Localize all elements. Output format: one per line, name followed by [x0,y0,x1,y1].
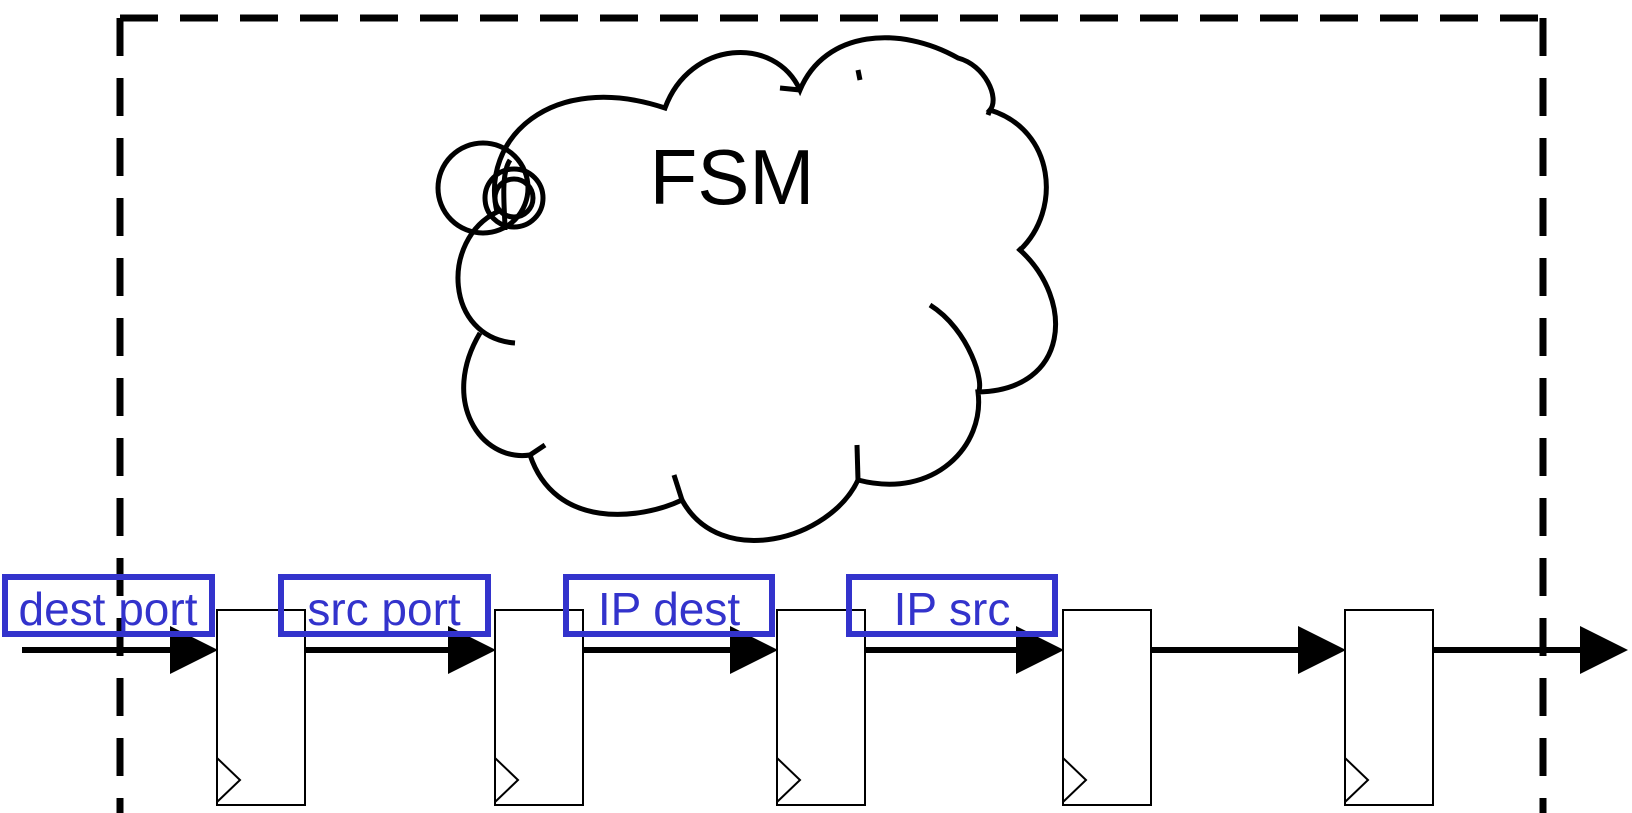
register-1 [216,609,306,806]
pipeline-registers [216,609,1434,806]
field-dest-port-label: dest port [19,583,198,635]
register-3 [776,609,866,806]
register-4 [1062,609,1152,806]
clock-symbol [776,757,802,803]
field-ip-src-label: IP src [894,583,1011,635]
fsm-cloud [435,35,1059,543]
clock-symbol [216,757,242,803]
clock-symbol [1062,757,1088,803]
register-5 [1344,609,1434,806]
field-src-port-label: src port [307,583,461,635]
module-boundary [116,14,1547,813]
field-src-port: src port [278,574,491,637]
fsm-state-circle-inner [482,166,546,230]
clock-symbol [494,757,520,803]
field-ip-src: IP src [846,574,1058,637]
field-dest-port: dest port [2,574,215,637]
field-ip-dest: IP dest [563,574,775,637]
field-labels: dest port src port IP dest IP src [2,574,1058,637]
register-2 [494,609,584,806]
fsm-label: FSM [650,133,815,221]
field-ip-dest-label: IP dest [598,583,741,635]
clock-symbol [1344,757,1370,803]
